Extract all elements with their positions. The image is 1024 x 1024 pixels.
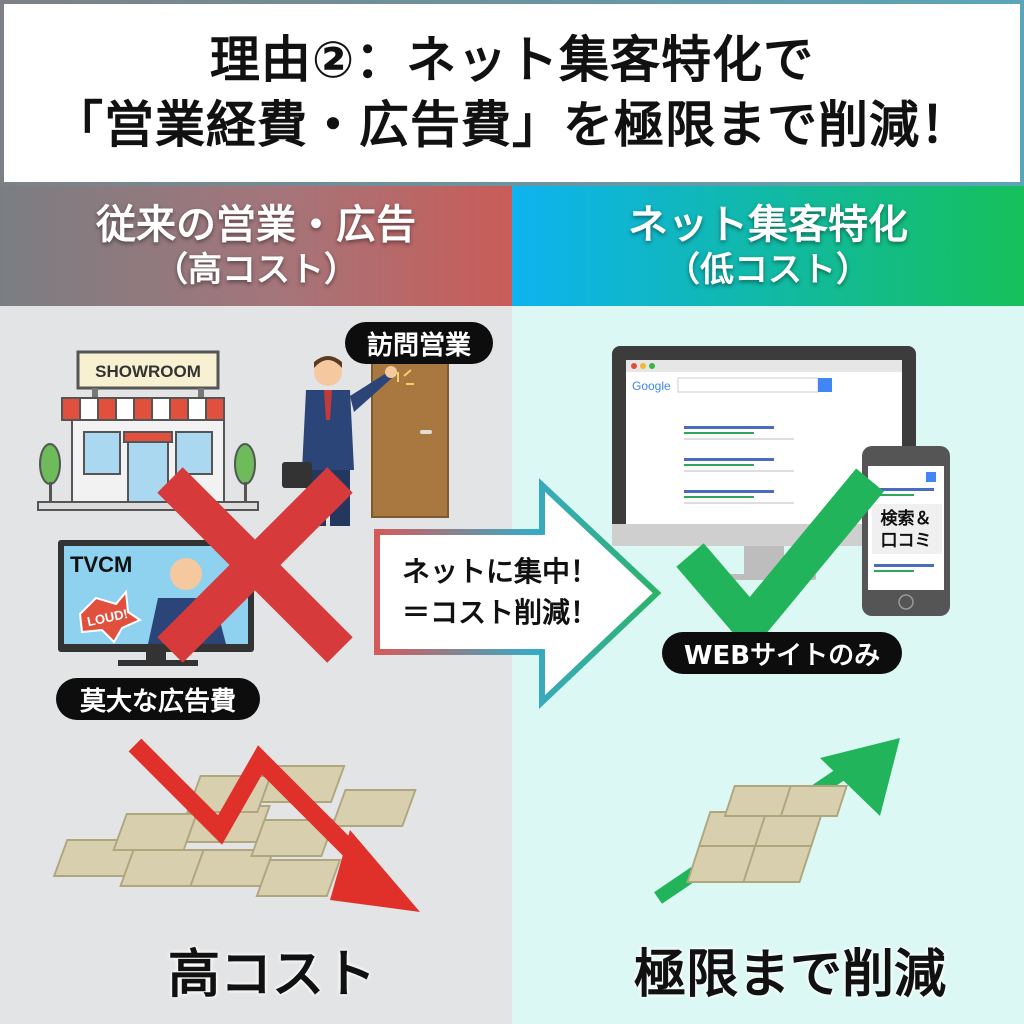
title-line-1: 理由②：ネット集客特化で xyxy=(209,30,815,89)
red-x-cross-icon xyxy=(157,467,353,663)
svg-text:SHOWROOM: SHOWROOM xyxy=(95,362,201,381)
high-cost-label: 高コスト xyxy=(168,945,377,1005)
traditional-header: 従来の営業・広告 （高コスト） xyxy=(0,186,512,306)
arrow-text-line-2: ＝コスト削減！ xyxy=(401,595,598,629)
showroom-store-icon: SHOWROOM xyxy=(37,350,259,511)
online-title: ネット集客特化 xyxy=(628,201,908,248)
svg-text:TVCM: TVCM xyxy=(70,552,132,577)
huge-ad-cost-label: 莫大な広告費 xyxy=(56,678,260,720)
page-title: 理由②：ネット集客特化で 「営業経費・広告費」を極限まで削減！ xyxy=(4,4,1020,182)
traditional-subtitle: （高コスト） xyxy=(154,249,358,290)
svg-text:口コミ: 口コミ xyxy=(881,531,932,551)
arrow-text-line-1: ネットに集中！ xyxy=(401,555,598,588)
small-money-stack-icon xyxy=(686,785,849,883)
online-header: ネット集客特化 （低コスト） xyxy=(512,186,1024,306)
traditional-title: 従来の営業・広告 xyxy=(96,201,416,248)
website-only-label: WEBサイトのみ xyxy=(662,632,902,674)
salesman-door-icon xyxy=(282,356,449,526)
svg-text:Google: Google xyxy=(632,379,671,393)
cost-down-trend-arrow-icon xyxy=(128,738,420,912)
center-arrow-text: ネットに集中！ ＝コスト削減！ xyxy=(380,552,620,633)
smartphone-search-review-icon: 検索＆ 口コミ xyxy=(862,446,950,616)
reduced-to-limit-label: 極限まで削減 xyxy=(634,945,947,1005)
green-checkmark-icon xyxy=(676,468,884,653)
title-line-2: 「営業経費・広告費」を極限まで削減！ xyxy=(53,96,971,154)
online-subtitle: （低コスト） xyxy=(666,249,870,290)
svg-text:検索＆: 検索＆ xyxy=(881,508,932,529)
door-to-door-sales-label: 訪問営業 xyxy=(345,322,493,364)
center-arrow-shape xyxy=(374,478,662,709)
